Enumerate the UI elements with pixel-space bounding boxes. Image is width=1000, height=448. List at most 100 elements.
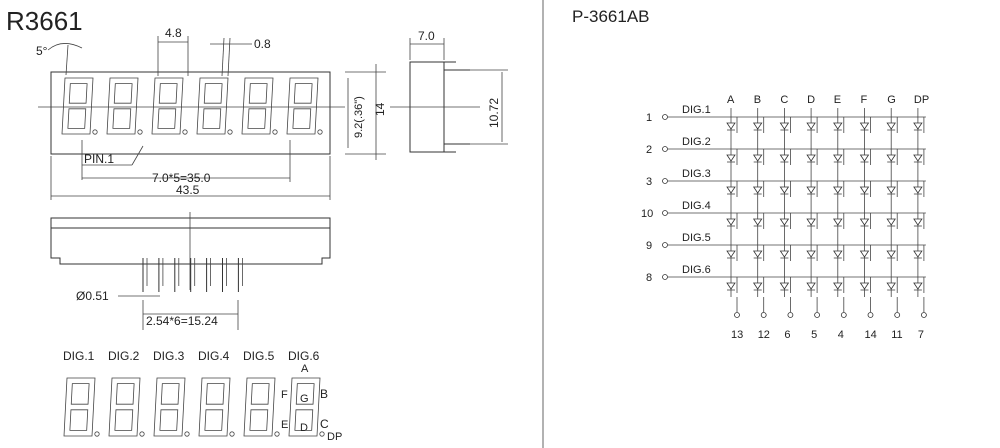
dp-dot bbox=[182, 129, 188, 135]
bottom-pin-5: 4 bbox=[838, 329, 844, 341]
bottom-pin-1: 13 bbox=[731, 329, 743, 341]
led-1-b bbox=[752, 117, 765, 133]
led-5-b bbox=[752, 245, 765, 261]
led-3-e bbox=[833, 181, 845, 197]
led-2-g bbox=[886, 149, 898, 165]
bottom-pin-3: 6 bbox=[784, 329, 790, 341]
seg-thick-dim: 0.8 bbox=[254, 37, 271, 51]
led-6-dp bbox=[913, 277, 925, 293]
dp-dot bbox=[317, 129, 323, 135]
col-label-c: C bbox=[780, 94, 788, 106]
segment-digit-2 bbox=[108, 377, 145, 437]
dp-dot bbox=[319, 431, 325, 437]
led-2-f bbox=[859, 149, 871, 165]
bottom-view-pins bbox=[142, 258, 243, 292]
led-5-dp bbox=[913, 245, 925, 261]
bottom-pin-4: 5 bbox=[811, 329, 817, 341]
led-4-f bbox=[859, 213, 871, 229]
led-6-a bbox=[726, 277, 738, 293]
row-pin-2: 2 bbox=[646, 144, 652, 156]
led-6-e bbox=[833, 277, 845, 293]
seg-label-e: E bbox=[281, 419, 288, 431]
led-5-e bbox=[833, 245, 845, 261]
digit-label-3: DIG.3 bbox=[153, 349, 185, 363]
col-label-d: D bbox=[807, 94, 815, 106]
row-pin-3: 3 bbox=[646, 176, 652, 188]
led-5-g bbox=[886, 245, 898, 261]
pin-span-height-dim: 10.72 bbox=[487, 98, 501, 128]
led-4-g bbox=[886, 213, 898, 229]
led-5-c bbox=[779, 245, 791, 261]
led-5-d bbox=[806, 245, 818, 261]
led-3-dp bbox=[913, 181, 925, 197]
col-label-g: G bbox=[887, 94, 896, 106]
led-6-c bbox=[779, 277, 791, 293]
led-6-d bbox=[806, 277, 818, 293]
row-label-6: DIG.6 bbox=[682, 264, 711, 276]
row-label-1: DIG.1 bbox=[682, 104, 711, 116]
right-title: P-3661AB bbox=[572, 7, 650, 26]
pin-dia-dim: Ø0.51 bbox=[76, 289, 109, 303]
dp-dot bbox=[94, 431, 100, 437]
dp-dot bbox=[92, 129, 98, 135]
digit-label-6: DIG.6 bbox=[288, 349, 320, 363]
led-6-f bbox=[859, 277, 871, 293]
digit-height-dim: 9.2(.36") bbox=[353, 96, 365, 138]
pin1-label: PIN.1 bbox=[84, 152, 114, 166]
bottom-pin-7: 11 bbox=[891, 329, 902, 341]
row-label-4: DIG.4 bbox=[682, 200, 711, 212]
segment-digit-3 bbox=[153, 377, 190, 437]
seg-label-d: D bbox=[300, 422, 308, 434]
digit-label-4: DIG.4 bbox=[198, 349, 230, 363]
width-dim: 43.5 bbox=[176, 183, 200, 197]
led-matrix-schematic: A13B12C6D5E4F14G11DP71DIG.12DIG.23DIG.31… bbox=[641, 94, 929, 341]
led-3-b bbox=[752, 181, 765, 197]
led-1-g bbox=[886, 117, 898, 133]
front-digit-5 bbox=[241, 77, 278, 135]
seg-label-dp: DP bbox=[327, 431, 342, 443]
segment-digit-5 bbox=[243, 377, 280, 437]
led-6-g bbox=[886, 277, 898, 293]
segment-digit-4 bbox=[198, 377, 235, 437]
front-view-body bbox=[50, 71, 331, 155]
front-digit-2 bbox=[106, 77, 143, 135]
seg-width-dim: 4.8 bbox=[165, 26, 182, 40]
led-4-dp bbox=[913, 213, 925, 229]
dp-dot bbox=[274, 431, 280, 437]
led-3-g bbox=[886, 181, 898, 197]
segment-digit-1 bbox=[63, 377, 100, 437]
front-digit-6 bbox=[286, 77, 323, 135]
row-pin-1: 1 bbox=[646, 112, 652, 124]
segment-digit-6 bbox=[288, 377, 325, 437]
left-panel: R3661 5° 4.8 0.8 9.2(.36") 14 PIN.1 7.0*… bbox=[6, 6, 508, 443]
led-6-b bbox=[752, 277, 765, 293]
dp-dot bbox=[184, 431, 190, 437]
led-4-a bbox=[726, 213, 738, 229]
right-panel: P-3661AB A13B12C6D5E4F14G11DP71DIG.12DIG… bbox=[572, 7, 929, 341]
dp-dot bbox=[139, 431, 145, 437]
led-1-c bbox=[779, 117, 791, 133]
led-3-c bbox=[779, 181, 791, 197]
left-title: R3661 bbox=[6, 6, 83, 36]
seg-label-c: C bbox=[320, 417, 329, 431]
led-1-d bbox=[806, 117, 818, 133]
led-3-d bbox=[806, 181, 818, 197]
led-5-a bbox=[726, 245, 738, 261]
bottom-pin-6: 14 bbox=[865, 329, 877, 341]
led-1-e bbox=[833, 117, 845, 133]
front-digit-4 bbox=[196, 77, 233, 135]
seg-label-a: A bbox=[301, 363, 309, 375]
digit-label-1: DIG.1 bbox=[63, 349, 95, 363]
bottom-pin-8: 7 bbox=[918, 329, 924, 341]
row-label-3: DIG.3 bbox=[682, 168, 711, 180]
led-3-f bbox=[859, 181, 871, 197]
col-label-b: B bbox=[754, 94, 761, 106]
led-3-a bbox=[726, 181, 738, 197]
depth-dim: 7.0 bbox=[418, 29, 435, 43]
segment-labels: A B C D E F G DP bbox=[281, 363, 342, 443]
bottom-view-body bbox=[50, 217, 331, 265]
row-label-5: DIG.5 bbox=[682, 232, 711, 244]
row-pin-6: 8 bbox=[646, 272, 652, 284]
dp-dot bbox=[272, 129, 278, 135]
led-4-e bbox=[833, 213, 845, 229]
